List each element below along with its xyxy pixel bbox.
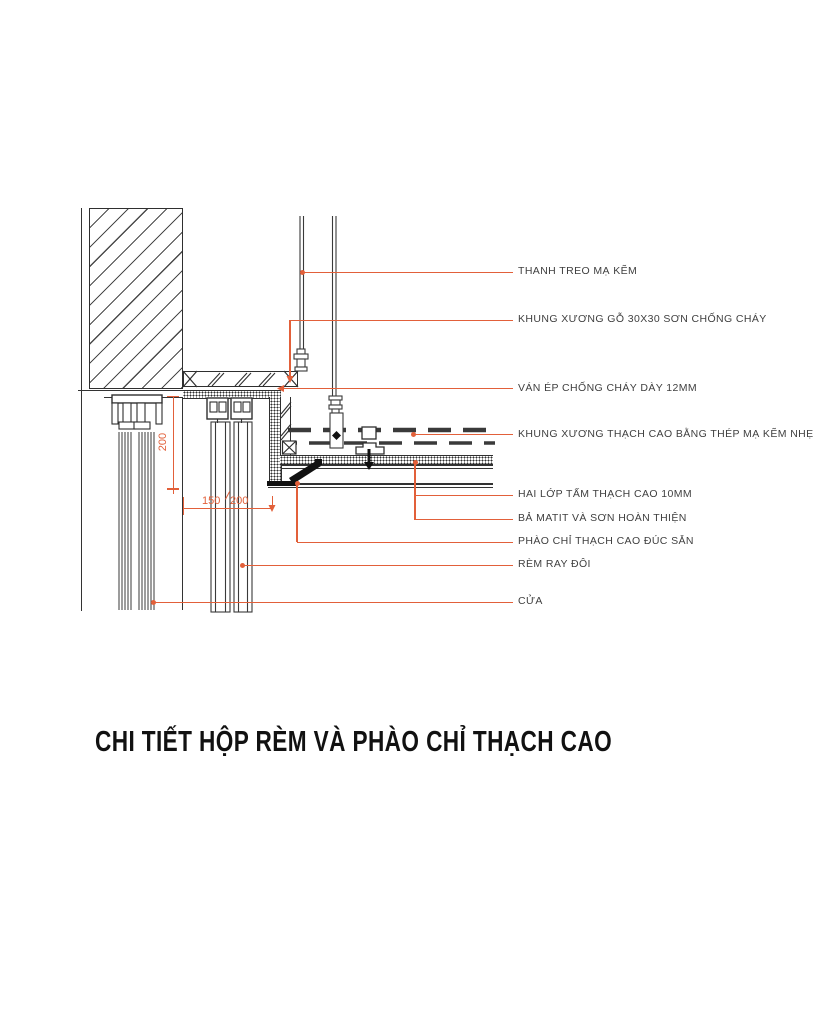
leader-line-skim-coat	[415, 518, 513, 521]
leader-line-wood-frame	[290, 319, 513, 321]
leader-line-cornice	[297, 541, 513, 543]
leader-line-plywood	[283, 388, 513, 390]
leader-elbow-gypsum	[414, 462, 416, 520]
door-head-profile	[111, 394, 163, 430]
cornice-molding	[267, 459, 322, 486]
label-gypsum-boards: HAI LỚP TẤM THẠCH CAO 10MM	[518, 488, 693, 500]
curtain-panel-2	[233, 421, 253, 613]
dim-text-150: 150	[202, 495, 221, 507]
furring-channel-section	[355, 426, 385, 455]
furring-fix-arrow	[364, 449, 374, 470]
label-door: CỬA	[518, 595, 543, 607]
curtain-panel-1	[210, 421, 231, 613]
gypsum-board-two-layers-band	[280, 455, 493, 465]
dim-vertical-stub	[172, 489, 174, 494]
leader-elbow-wood-frame	[289, 320, 291, 376]
label-cornice: PHÀO CHỈ THẠCH CAO ĐÚC SẴN	[518, 535, 694, 547]
main-runner-channel	[288, 427, 495, 445]
label-skim-coat: BẢ MATIT VÀ SƠN HOÀN THIỆN	[518, 512, 687, 524]
bracket-clip-diamond	[332, 431, 341, 440]
leader-elbow-cornice	[296, 483, 298, 542]
hanger-rod-2	[328, 216, 344, 449]
leader-line-door	[153, 601, 513, 603]
leader-line-curtain	[242, 564, 513, 566]
dim-horizontal-arrow-stem	[271, 496, 273, 506]
leader-arrow-wood-frame	[286, 376, 294, 383]
door-leaf-lines	[118, 432, 155, 610]
dim-text-200-horizontal: 200	[230, 495, 249, 507]
gypsum-layer-line-1	[280, 464, 493, 466]
dim-vertical-tick-bottom	[167, 488, 179, 490]
label-plywood: VÁN ÉP CHỐNG CHÁY DÀY 12MM	[518, 381, 698, 394]
wood-blocking-x-box	[281, 440, 297, 455]
finish-skim-line-2	[268, 486, 493, 488]
leader-line-gypsum-boards	[415, 494, 513, 496]
label-runner: KHUNG XƯƠNG THẠCH CAO BẰNG THÉP MẠ KẼM N…	[518, 428, 814, 440]
gypsum-layer-line-2	[280, 467, 493, 469]
leader-arrow-plywood	[277, 385, 284, 392]
dim-horizontal-tick-left	[183, 497, 185, 515]
dim-text-200-vertical: 200	[157, 432, 169, 452]
dim-horizontal-line	[183, 507, 273, 509]
wall-outer-face-line	[81, 208, 83, 611]
finish-skim-line-1	[268, 483, 493, 485]
hanger-rod-1	[293, 216, 309, 372]
wall-face-extension-line	[182, 397, 184, 610]
wall-bottom-edge-line	[78, 390, 183, 392]
label-hanger-rod: THANH TREO MẠ KẼM	[518, 265, 638, 277]
wood-frame-x-marks	[182, 370, 299, 388]
wall-hatched-section	[89, 208, 183, 389]
dim-vertical-tick-top	[167, 395, 179, 398]
drawing-title: CHI TIẾT HỘP RÈM VÀ PHÀO CHỈ THẠCH CAO	[95, 726, 613, 758]
leader-line-hanger-rod	[302, 271, 513, 273]
label-curtain-rail: RÈM RAY ĐÔI	[518, 558, 591, 570]
wood-grain-ticks	[207, 372, 292, 441]
label-wood-frame: KHUNG XƯƠNG GỖ 30X30 SƠN CHỐNG CHÁY	[518, 313, 767, 325]
leader-line-runner	[413, 433, 513, 436]
dim-vertical-line	[172, 397, 174, 489]
curtain-rail-2	[230, 397, 253, 423]
curtain-rail-1	[206, 397, 229, 423]
